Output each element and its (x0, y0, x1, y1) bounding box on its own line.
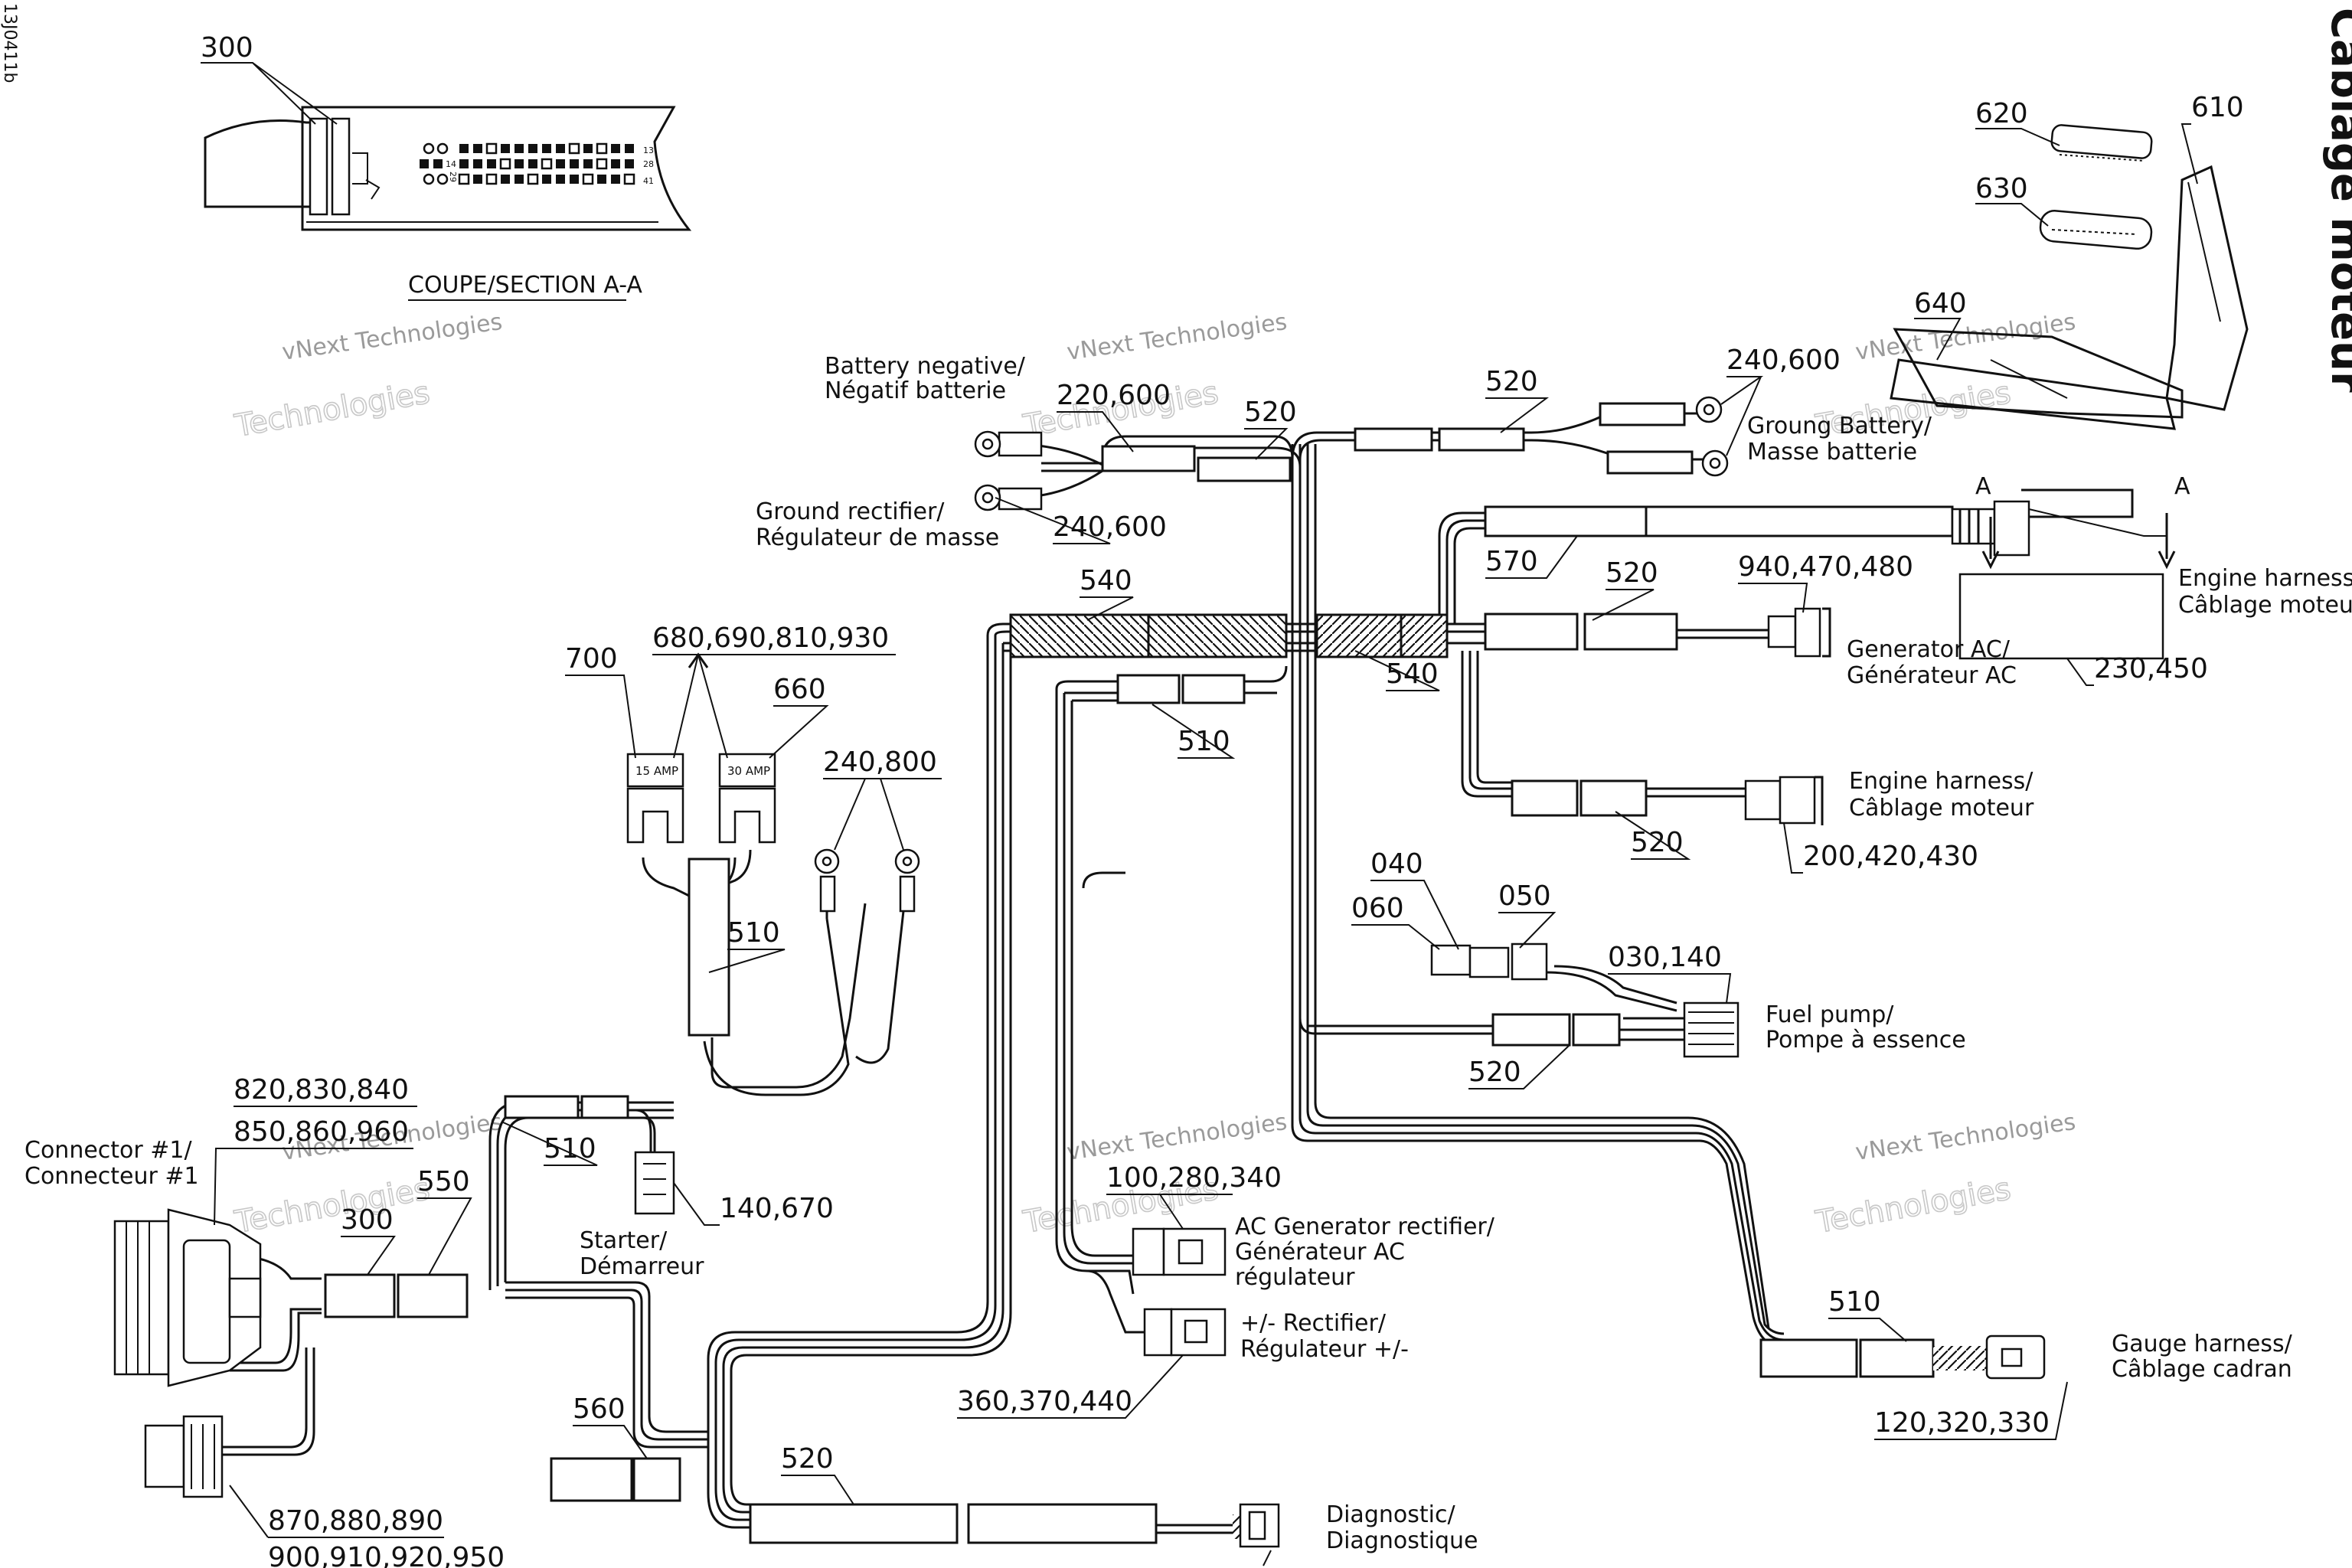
section-title: COUPE/SECTION A-A (408, 272, 642, 299)
fuse-rating-30: 30 AMP (727, 764, 770, 778)
label-ac-generator-rectifier: AC Generator rectifier/ (1235, 1214, 1495, 1240)
callout-510-b: 510 (727, 917, 780, 949)
pin-number: 41 (643, 176, 654, 186)
ecu-connector-group: 620 610 630 640 (1890, 92, 2249, 430)
callout-700: 700 (565, 643, 618, 675)
callout-820-830-840: 820,830,840 (234, 1074, 409, 1106)
label-ac-generator-rectifier-fr: Générateur AC (1235, 1239, 1405, 1266)
callout-300-mid: 300 (341, 1204, 394, 1236)
watermark: Technologies (1813, 1171, 2014, 1240)
label-engine-harness-2-fr: Câblage moteur (1849, 795, 2034, 822)
section-a-a-detail: 29 13 28 14 41 300 COUPE/SECTION A-A (201, 32, 692, 301)
label-engine-harness-2: Engine harness/ (1849, 768, 2034, 795)
label-ground-rectifier-fr: Régulateur de masse (756, 524, 999, 551)
callout-550: 550 (417, 1166, 470, 1197)
callout-520-d: 520 (1631, 827, 1684, 858)
callouts: 220,600 520 520 240,600 240,600 570 520 … (214, 345, 2208, 1568)
label-battery-negative: Battery negative/ (825, 353, 1026, 380)
label-gauge-harness: Gauge harness/ (2112, 1331, 2293, 1357)
label-fuel-pump: Fuel pump/ (1766, 1001, 1894, 1028)
watermark: vNext Technologies (1065, 309, 1289, 366)
callout-240-600-b: 240,600 (1053, 511, 1167, 543)
callout-140-670: 140,670 (720, 1193, 834, 1224)
label-ground-battery: Groung Battery/ (1747, 413, 1932, 439)
callout-610: 610 (2191, 92, 2244, 123)
callout-360-370-440: 360,370,440 (957, 1386, 1132, 1417)
label-battery-negative-fr: Négatif batterie (825, 377, 1006, 404)
label-ground-rectifier: Ground rectifier/ (756, 498, 945, 525)
fuse-rating-15: 15 AMP (635, 764, 678, 778)
label-starter-fr: Démarreur (580, 1253, 704, 1280)
watermark: vNext Technologies (280, 309, 504, 366)
callout-050: 050 (1498, 880, 1551, 912)
callout-570: 570 (1485, 546, 1538, 577)
pin-number: 29 (448, 172, 458, 182)
callout-220-600: 220,600 (1057, 380, 1171, 411)
callout-870-880-890: 870,880,890 (268, 1505, 443, 1537)
callout-850-860-960: 850,860,960 (234, 1116, 409, 1148)
section-mark-a: A (1975, 473, 1991, 500)
callout-560: 560 (573, 1393, 626, 1425)
label-fuel-pump-fr: Pompe à essence (1766, 1027, 1966, 1054)
callout-900-910-920-950: 900,910,920,950 (268, 1542, 505, 1568)
label-engine-harness-1-fr: Câblage moteur (2178, 592, 2352, 619)
callout-520-a: 520 (1244, 397, 1297, 428)
callout-200-420-430: 200,420,430 (1803, 841, 1978, 872)
label-ground-battery-fr: Masse batterie (1747, 439, 1917, 466)
connectors: A A 15 AMP 30 AMP (113, 396, 2190, 1548)
pin-number: 28 (643, 159, 654, 169)
callout-940-470-480: 940,470,480 (1738, 551, 1913, 583)
label-generator-ac-fr: Générateur AC (1847, 662, 2017, 689)
callout-630: 630 (1975, 173, 2028, 204)
label-ac-generator-rectifier-fr2: régulateur (1235, 1264, 1355, 1291)
label-gauge-harness-fr: Câblage cadran (2112, 1356, 2292, 1383)
callout-660: 660 (773, 674, 826, 705)
label-engine-harness-1: Engine harness/ (2178, 565, 2352, 592)
callout-300-top: 300 (201, 32, 253, 64)
label-rectifier-pm: +/- Rectifier/ (1240, 1310, 1387, 1337)
callout-120-320-330: 120,320,330 (1874, 1407, 2050, 1439)
callout-520-c: 520 (1606, 557, 1658, 589)
connector-1-body (113, 1208, 262, 1387)
label-connector-1: Connector #1/ (24, 1137, 192, 1164)
callout-060: 060 (1351, 893, 1404, 924)
pin-number: 13 (643, 145, 654, 155)
pin-grid (420, 142, 635, 185)
watermark: vNext Technologies (1065, 1109, 1289, 1166)
callout-520-f: 520 (781, 1443, 834, 1475)
callout-540-b: 540 (1386, 658, 1439, 690)
figure-code: 13J0411b (0, 3, 19, 83)
callout-040: 040 (1370, 848, 1423, 880)
watermark: vNext Technologies (1854, 1109, 2077, 1166)
label-rectifier-pm-fr: Régulateur +/- (1240, 1336, 1409, 1363)
label-starter: Starter/ (580, 1227, 668, 1254)
section-mark-a: A (2174, 473, 2190, 500)
pin-number: 14 (446, 159, 456, 169)
label-diagnostic: Diagnostic/ (1326, 1501, 1455, 1528)
label-connector-1-fr: Connecteur #1 (24, 1163, 199, 1190)
callout-520-b: 520 (1485, 366, 1538, 397)
callout-240-600-a: 240,600 (1726, 345, 1841, 376)
callout-240-800: 240,800 (823, 746, 937, 778)
callout-510-d: 510 (1828, 1286, 1881, 1318)
callout-510-c: 510 (544, 1133, 596, 1165)
watermark: Technologies (232, 375, 433, 444)
callout-620: 620 (1975, 98, 2028, 129)
callout-680-690-810-930: 680,690,810,930 (652, 622, 889, 654)
label-generator-ac: Generator AC/ (1847, 636, 2011, 663)
callout-510-a: 510 (1178, 726, 1230, 757)
label-diagnostic-fr: Diagnostique (1326, 1527, 1478, 1554)
callout-640: 640 (1914, 288, 1967, 319)
callout-520-e: 520 (1468, 1057, 1521, 1088)
callout-100-280-340: 100,280,340 (1106, 1162, 1282, 1194)
callout-030-140: 030,140 (1608, 942, 1722, 973)
callout-540-a: 540 (1080, 565, 1132, 596)
callout-230-450: 230,450 (2094, 653, 2208, 684)
side-title: Câblage moteur (2321, 8, 2352, 393)
descriptive-labels: Battery negative/ Négatif batterie Groun… (24, 353, 2352, 1554)
watermark: Technologies (232, 1171, 433, 1240)
